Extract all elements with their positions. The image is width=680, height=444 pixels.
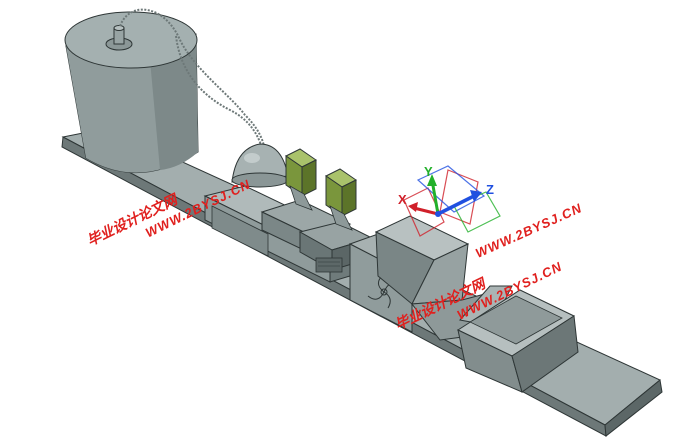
watermark-3-url: WWW.2BYSJ.CN [473,200,584,260]
watermark-3: WWW.2BYSJ.CN [473,200,584,260]
dome-cover[interactable] [231,143,289,188]
x-axis-label: X [398,192,407,207]
hopper-front[interactable] [374,215,470,305]
motor-right[interactable] [325,168,357,231]
tank-cylinder[interactable] [64,11,199,174]
chain [119,8,266,151]
motor-left[interactable] [285,148,317,211]
coordinate-triad[interactable]: X Y Z [398,164,501,237]
z-axis-label: Z [486,182,494,197]
collection-bin[interactable] [456,289,579,393]
x-axis-arrow [413,206,439,216]
z-axis-arrow [437,194,475,216]
y-axis-label: Y [424,164,433,179]
